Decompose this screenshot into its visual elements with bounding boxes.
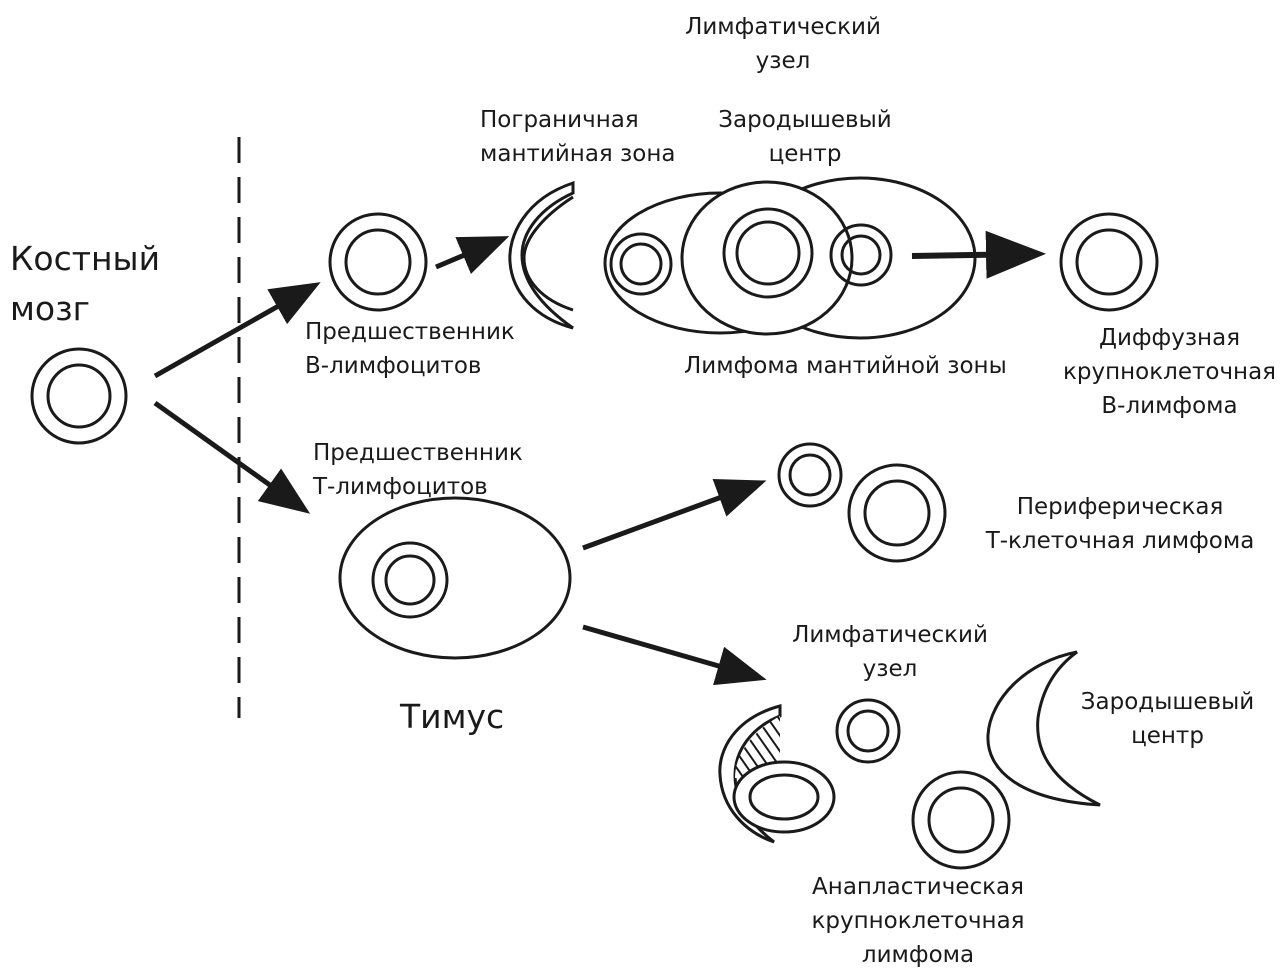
label-bone-marrow-line2: мозг: [10, 289, 90, 328]
label-marginal-mantle-zone-line1: Пограничная: [480, 107, 639, 133]
ptcl-cell-large-inner: [863, 479, 931, 547]
b-precursor-cell-inner: [344, 228, 412, 296]
label-lymph-node-top-line1: Лимфатический: [685, 14, 881, 40]
label-germinal-center-top-line2: центр: [768, 141, 842, 167]
label-germinal-center-bottom: Зародышевый центр: [1075, 685, 1260, 753]
germinal-center-crescent-bottom: [986, 650, 1101, 807]
label-lymph-node-top: Лимфатический узел: [683, 10, 883, 78]
label-t-precursor: Предшественник Т-лимфоцитов: [313, 436, 523, 504]
label-lymph-node-bottom-line2: узел: [862, 656, 918, 682]
label-b-precursor-line2: В-лимфоцитов: [305, 353, 482, 379]
ptcl-cell-small-inner: [788, 453, 832, 497]
label-b-precursor-line1: Предшественник: [305, 319, 515, 345]
label-thymus: Тимус: [400, 697, 505, 736]
bottom-node-cell-outer: [732, 760, 836, 834]
label-lymph-node-bottom: Лимфатический узел: [790, 618, 990, 686]
bone-marrow-cell-outer: [30, 347, 128, 445]
label-bone-marrow-line1: Костный: [10, 239, 161, 278]
label-dlbcl: Диффузная крупноклеточная В-лимфома: [1062, 321, 1277, 423]
bottom-small-cell-outer: [835, 698, 901, 764]
label-dlbcl-line1: Диффузная: [1098, 325, 1241, 351]
label-b-precursor: Предшественник В-лимфоцитов: [305, 315, 515, 383]
germinal-center-cell-outer: [722, 207, 814, 299]
dlbcl-cell-inner: [1075, 228, 1143, 296]
germinal-center-ellipse: [680, 180, 854, 336]
ptcl-cell-large-outer: [847, 463, 947, 563]
label-alcl: Анапластическая крупноклеточная лимфома: [808, 870, 1028, 972]
label-alcl-line1: Анапластическая: [812, 874, 1024, 900]
label-dlbcl-line3: В-лимфома: [1101, 393, 1238, 419]
arrow-marrow-to-t-precursor: [153, 400, 311, 514]
label-dlbcl-line2: крупноклеточная: [1062, 359, 1277, 385]
label-germinal-center-top-line1: Зародышевый: [718, 107, 892, 133]
bone-marrow-cell-inner: [46, 363, 112, 429]
label-marginal-mantle-zone-line2: мантийная зона: [480, 141, 676, 167]
mantle-zone-hatched-crescent: [508, 180, 575, 330]
alcl-cell-outer: [911, 770, 1011, 870]
lymph-node-small-cell-right-inner: [840, 234, 882, 276]
arrow-node-to-dlbcl: [911, 230, 1046, 279]
bottom-crescent: [718, 704, 782, 844]
label-t-precursor-line1: Предшественник: [313, 440, 523, 466]
label-mantle-zone-lymphoma: Лимфома мантийной зоны: [684, 353, 1007, 379]
dlbcl-cell-outer: [1059, 212, 1159, 312]
label-germinal-center-top: Зародышевый центр: [710, 103, 900, 171]
arrow-marrow-to-b-precursor: [153, 282, 321, 379]
label-peripheral-tcl-line2: Т-клеточная лимфома: [985, 528, 1255, 554]
thymus-cell-inner: [384, 554, 436, 606]
label-germinal-center-bottom-line2: центр: [1131, 723, 1204, 749]
alcl-cell-inner: [927, 786, 995, 854]
lymph-node-small-cell-right-outer: [829, 223, 893, 287]
bottom-node-cell-inner: [748, 773, 820, 821]
label-alcl-line3: лимфома: [861, 942, 975, 968]
label-lymph-node-top-line2: узел: [755, 48, 811, 74]
label-t-precursor-line2: Т-лимфоцитов: [313, 474, 488, 500]
arrow-b-precursor-to-node: [435, 236, 510, 274]
label-peripheral-tcl-line1: Периферическая: [1016, 494, 1224, 520]
thymus-cell-outer: [371, 541, 449, 619]
label-peripheral-tcl: Периферическая Т-клеточная лимфома: [985, 490, 1255, 558]
label-marginal-mantle-zone: Пограничная мантийная зона: [480, 103, 676, 171]
lymph-node-small-cell-left-inner: [619, 242, 663, 286]
label-lymph-node-bottom-line1: Лимфатический: [792, 622, 988, 648]
germinal-center-cell-inner: [735, 220, 801, 286]
arrow-thymus-to-alcl: [582, 624, 767, 686]
label-alcl-line2: крупноклеточная: [811, 908, 1025, 934]
label-bone-marrow: Костный мозг: [10, 234, 160, 334]
bottom-small-cell-inner: [846, 709, 890, 753]
arrow-thymus-to-ptcl: [582, 479, 767, 551]
b-precursor-cell-outer: [328, 212, 428, 312]
thymus-ellipse: [338, 496, 572, 660]
label-germinal-center-bottom-line1: Зародышевый: [1080, 689, 1255, 715]
ptcl-cell-small-outer: [777, 442, 843, 508]
